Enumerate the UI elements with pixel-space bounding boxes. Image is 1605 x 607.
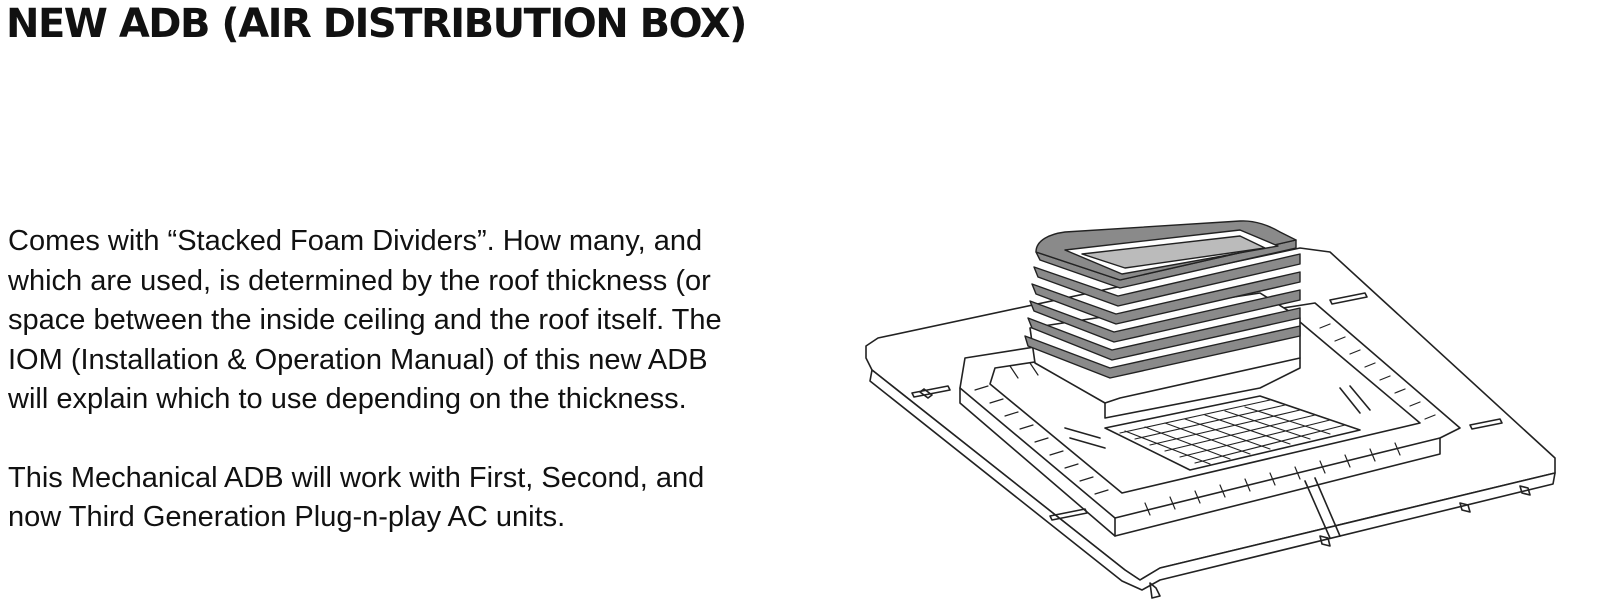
text-line: Comes with “Stacked Foam Dividers”. How … [8,225,703,257]
text-line: space between the inside ceiling and the… [8,304,722,336]
text-line: which are used, is determined by the roo… [8,264,711,297]
page-title: NEW ADB (AIR DISTRIBUTION BOX) [6,1,747,47]
adb-illustration [860,218,1605,607]
adb-line-drawing-icon [865,220,1556,599]
text-line: now Third Generation Plug-n-play AC unit… [8,501,566,533]
text-line: This Mechanical ADB will work with First… [8,461,705,494]
text-line: will explain which to use depending on t… [8,383,687,415]
grille [1104,395,1361,471]
text-line: IOM (Installation & Operation Manual) of… [8,343,708,376]
description-text: Comes with “Stacked Foam Dividers”. How … [8,222,798,538]
paragraph-compatibility: This Mechanical ADB will work with First… [8,459,798,538]
paragraph-foam-dividers: Comes with “Stacked Foam Dividers”. How … [8,222,798,420]
